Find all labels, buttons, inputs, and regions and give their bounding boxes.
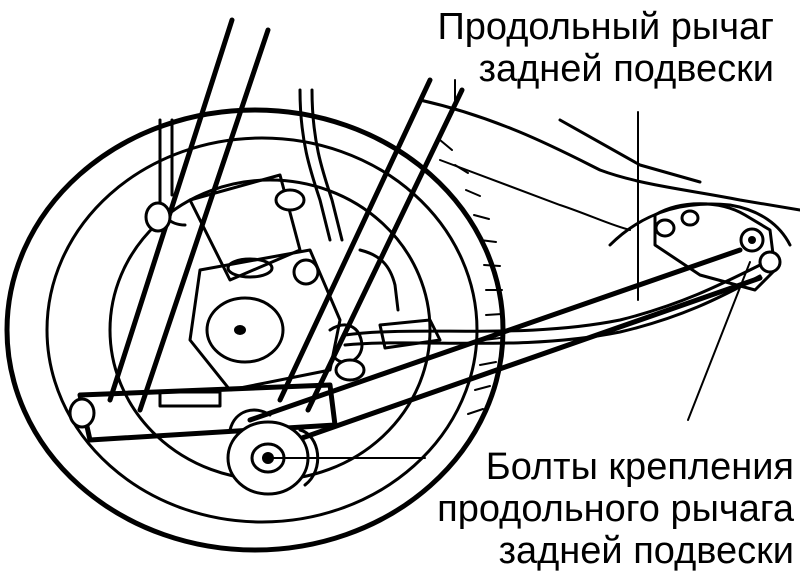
mounting-bolts-label-line-1: Болты крепления bbox=[485, 446, 794, 488]
brake-caliper bbox=[144, 173, 366, 392]
arm-mount-bracket bbox=[653, 202, 782, 292]
trailing-arm-label-line-1: Продольный рычаг bbox=[437, 6, 774, 48]
mounting-bolts-label-line-2: продольного рычага bbox=[437, 488, 794, 530]
mounting-bolts-label: Болты крепления продольного рычага задне… bbox=[437, 446, 794, 572]
trailing-arm-label-line-2: задней подвески bbox=[478, 48, 774, 90]
leader-lines bbox=[267, 79, 751, 459]
mounting-bolts-label-line-3: задней подвески bbox=[498, 530, 794, 572]
trailing-arm-label: Продольный рычаг задней подвески bbox=[437, 6, 774, 90]
chassis-outline bbox=[418, 98, 800, 247]
brake-hose bbox=[343, 263, 762, 350]
